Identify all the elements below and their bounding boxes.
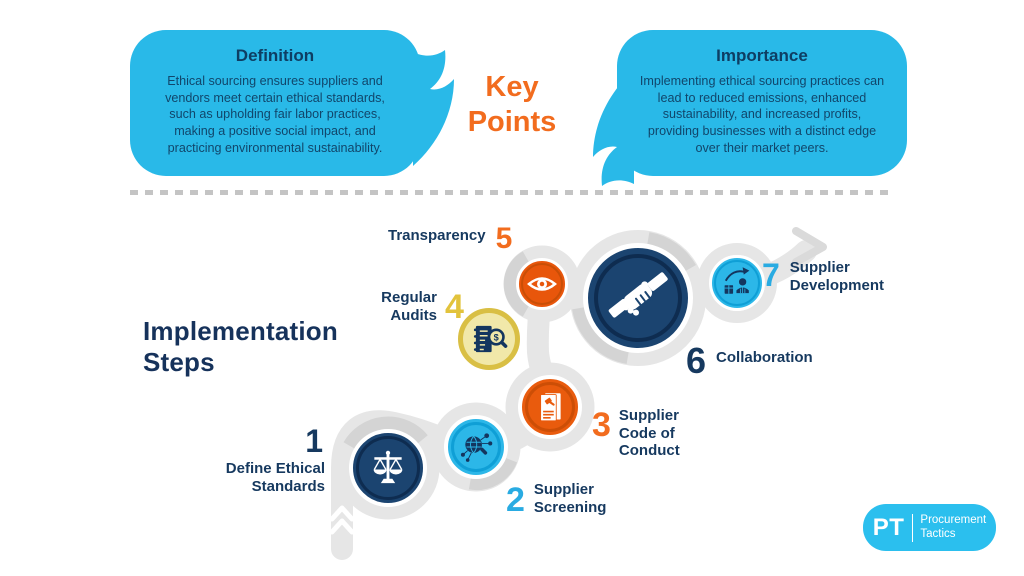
step-1-label: Define Ethical Standards — [225, 460, 325, 495]
step-circle-4: $ — [454, 304, 524, 374]
key-points-title: Key Points — [467, 71, 557, 139]
step-3-number: 3 — [592, 406, 611, 445]
svg-text:$: $ — [494, 332, 499, 342]
importance-bubble: Importance Implementing ethical sourcing… — [593, 30, 907, 186]
definition-title: Definition — [235, 46, 315, 65]
step-circle-6 — [583, 243, 693, 353]
handshake-icon — [608, 272, 668, 318]
step-1-number: 1 — [305, 423, 323, 459]
logo-divider — [912, 513, 914, 542]
step-7-label: Supplier Development — [789, 259, 884, 294]
logo-abbr: PT — [872, 513, 905, 541]
step-2-label-group: 2 Supplier Screening — [506, 481, 606, 517]
step-7-number: 7 — [762, 257, 780, 293]
step-5-label-group: Transparency 5 — [388, 222, 513, 255]
step-2-label: Supplier Screening — [533, 481, 607, 516]
road-end-arrow-icon — [792, 227, 827, 266]
importance-title: Importance — [716, 46, 808, 65]
definition-body: Ethical sourcing ensures suppliers and v… — [165, 74, 385, 155]
step-3-label-group: 3 Supplier Code of Conduct — [592, 407, 680, 460]
step-6-label: Collaboration — [716, 349, 813, 366]
logo-name: Procurement Tactics — [920, 513, 987, 540]
definition-bubble-tail — [413, 50, 454, 166]
step-5-number: 5 — [495, 222, 513, 255]
scales-icon — [373, 450, 403, 484]
dashed-divider — [130, 190, 893, 195]
step-2-number: 2 — [506, 481, 525, 519]
step-5-label: Transparency — [388, 227, 486, 244]
step-6-label-group: 6 Collaboration — [686, 343, 813, 379]
definition-bubble: Definition Ethical sourcing ensures supp… — [130, 30, 454, 176]
step-circle-3 — [518, 375, 582, 439]
step-4-label: Regular Audits — [381, 289, 437, 324]
step-3-label: Supplier Code of Conduct — [618, 407, 680, 460]
step-circle-7 — [709, 255, 765, 311]
step-7-label-group: 7 Supplier Development — [762, 259, 884, 294]
magnifier-network-icon — [460, 433, 493, 462]
importance-body: Implementing ethical sourcing practices … — [639, 74, 885, 155]
document-gavel-icon — [540, 393, 561, 422]
section-title: Implementation Steps — [143, 316, 338, 378]
step-circle-1 — [349, 429, 427, 507]
procurement-tactics-logo: PT Procurement Tactics — [863, 504, 996, 551]
growth-person-icon — [724, 267, 750, 294]
eye-icon — [527, 277, 557, 291]
step-circle-2 — [444, 415, 508, 479]
importance-bubble-tail — [593, 70, 634, 186]
road-start-chevrons-icon — [329, 505, 355, 535]
step-1-label-group: 1 Define Ethical Standards — [195, 425, 325, 495]
step-circle-5 — [516, 258, 568, 310]
step-4-number: 4 — [445, 288, 464, 326]
step-4-label-group: Regular Audits 4 — [342, 289, 464, 324]
audit-magnifier-icon: $ — [473, 325, 508, 353]
step-6-number: 6 — [686, 340, 707, 381]
